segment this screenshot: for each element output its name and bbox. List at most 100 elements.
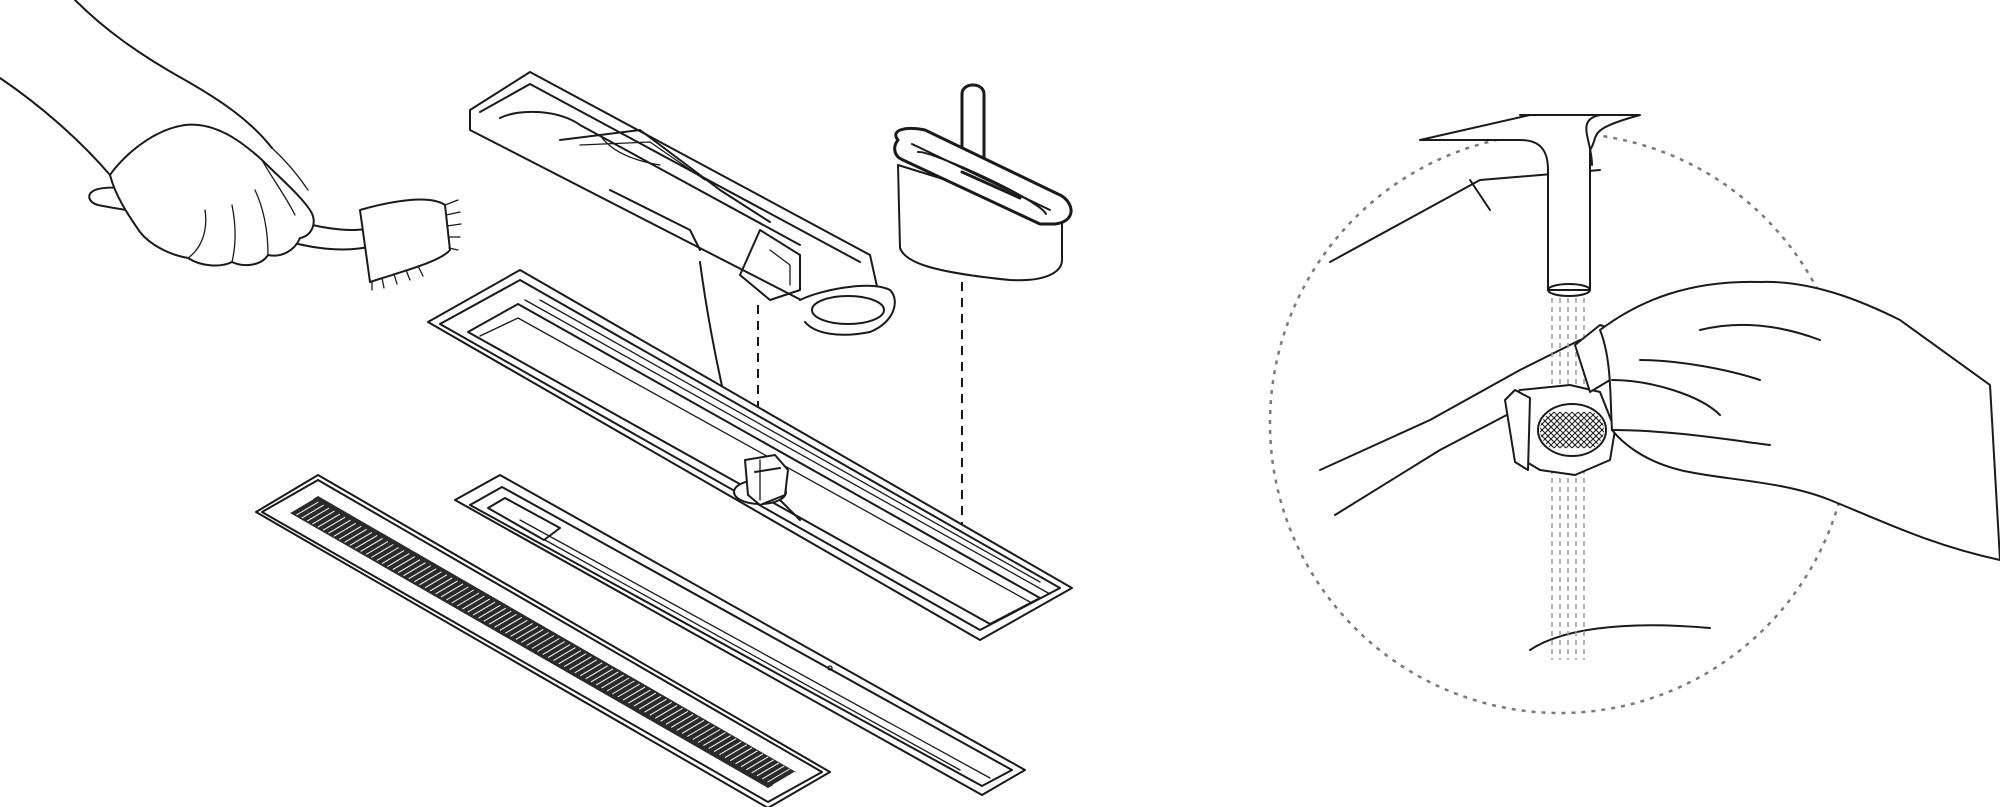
grate-slot-divider — [553, 647, 576, 662]
grate-slot-divider — [526, 632, 549, 646]
grate-slot-divider — [638, 695, 662, 710]
grate-slot-divider — [344, 528, 367, 543]
grate-slot-divider — [628, 689, 651, 704]
grate-slot-divider — [735, 750, 758, 765]
grate-slot-divider — [424, 574, 448, 589]
grate-slot-divider — [376, 547, 399, 561]
strainer-mesh-line — [1583, 411, 1604, 449]
grate-slot-divider — [745, 756, 769, 771]
grate-slot-divider — [772, 771, 796, 786]
grate-slot-divider — [483, 607, 507, 622]
grate-slot-divider — [542, 641, 565, 656]
sink-basin-lines — [1319, 169, 1711, 651]
grate-slot-divider — [355, 534, 378, 549]
grate-slot-divider — [478, 604, 501, 619]
grate-slot-divider — [349, 531, 373, 546]
grate-slot-divider — [296, 501, 319, 516]
grate-slot-divider — [633, 692, 657, 707]
grate-slot-divider — [708, 735, 731, 750]
grate-slot-divider — [392, 556, 416, 571]
grate-slot-divider — [654, 704, 678, 719]
grate-slot-divider — [371, 544, 394, 558]
grate-slot-divider — [408, 565, 432, 580]
grate-slot-divider — [569, 656, 592, 671]
grate-slot-divider — [365, 541, 389, 555]
grate-slot-divider — [510, 622, 533, 637]
hand-with-brush-icon — [0, 0, 462, 291]
grate-slot-divider — [306, 507, 330, 522]
grate-slot-divider — [338, 525, 362, 540]
hair-trap-basket-icon — [893, 83, 1073, 282]
grate-slot-divider — [472, 601, 496, 616]
grate-slot-divider — [724, 744, 748, 759]
grate-slot-divider — [756, 762, 780, 777]
grate-slot-divider — [617, 683, 640, 698]
strainer-mesh-line — [1589, 411, 1604, 449]
water-stream-icon — [1551, 298, 1585, 660]
grate-slot-divider — [333, 522, 357, 537]
grate-cover-icon — [255, 474, 831, 807]
grate-slot-divider — [381, 550, 405, 565]
grate-slot-divider — [767, 768, 790, 783]
grate-slot-divider — [713, 738, 737, 753]
grate-slot-divider — [290, 498, 314, 513]
grate-slot-divider — [649, 701, 673, 716]
grate-slot-divider — [612, 680, 635, 695]
grate-slot-divider — [435, 580, 458, 595]
grate-slot-divider — [574, 659, 598, 674]
grate-slot-divider — [687, 723, 710, 737]
grate-slot-divider — [419, 571, 442, 586]
hand-holding-strainer-icon — [1504, 280, 2000, 561]
grate-slot-divider — [762, 765, 785, 780]
grate-slot-divider — [729, 747, 753, 762]
rinse-under-tap-panel — [1268, 114, 2000, 715]
grate-slot-divider — [579, 662, 603, 677]
grate-slot-divider — [462, 595, 485, 610]
strainer-mesh-line — [1577, 411, 1604, 449]
grate-slot-divider — [397, 559, 421, 574]
grate-slot-divider — [456, 592, 480, 607]
grate-slot-divider — [703, 732, 726, 747]
channel-insert-icon — [454, 474, 1026, 796]
grate-slot-divider — [328, 519, 351, 534]
grate-slot-divider — [676, 716, 699, 731]
grate-slot-divider — [467, 598, 490, 613]
grate-slot-divider — [665, 710, 689, 725]
grate-slot-divider — [488, 610, 512, 625]
grate-slot-divider — [494, 613, 517, 628]
grate-slot-divider — [403, 562, 426, 577]
grate-slot-divider — [660, 707, 683, 722]
grate-slot-divider — [563, 653, 587, 668]
grate-slot-divider — [670, 713, 694, 728]
grate-slot-divider — [360, 537, 383, 552]
grate-slot-divider — [312, 510, 335, 525]
grate-slot-divider — [644, 698, 667, 713]
grate-slot-divider — [531, 635, 555, 649]
grate-slot-divider — [751, 759, 774, 774]
grate-slot-divider — [504, 619, 528, 634]
grate-slot-divider — [596, 671, 619, 686]
grate-slot-divider — [558, 650, 582, 665]
grate-slot-divider — [515, 625, 539, 640]
grate-slot-divider — [692, 726, 715, 740]
grate-slot-divider — [521, 628, 544, 643]
grate-slot-divider — [590, 668, 614, 683]
grate-slot-divider — [413, 568, 437, 583]
grate-slot-divider — [301, 504, 324, 519]
grate-slot-divider — [317, 513, 341, 528]
grate-slot-divider — [697, 729, 721, 743]
grate-slot-divider — [429, 577, 453, 592]
grate-slot-divider — [451, 589, 474, 604]
grate-slot-divider — [387, 553, 410, 568]
grate-slot-divider — [499, 616, 523, 631]
grate-slot-divider — [740, 753, 764, 768]
drain-channel-icon — [427, 269, 1073, 641]
grate-slot-divider — [622, 686, 646, 701]
grate-slot-divider — [719, 741, 742, 756]
grate-slot-divider — [322, 516, 346, 531]
grate-slot-divider — [547, 644, 571, 659]
grate-slot-divider — [601, 674, 624, 689]
grate-slot-divider — [446, 586, 469, 601]
